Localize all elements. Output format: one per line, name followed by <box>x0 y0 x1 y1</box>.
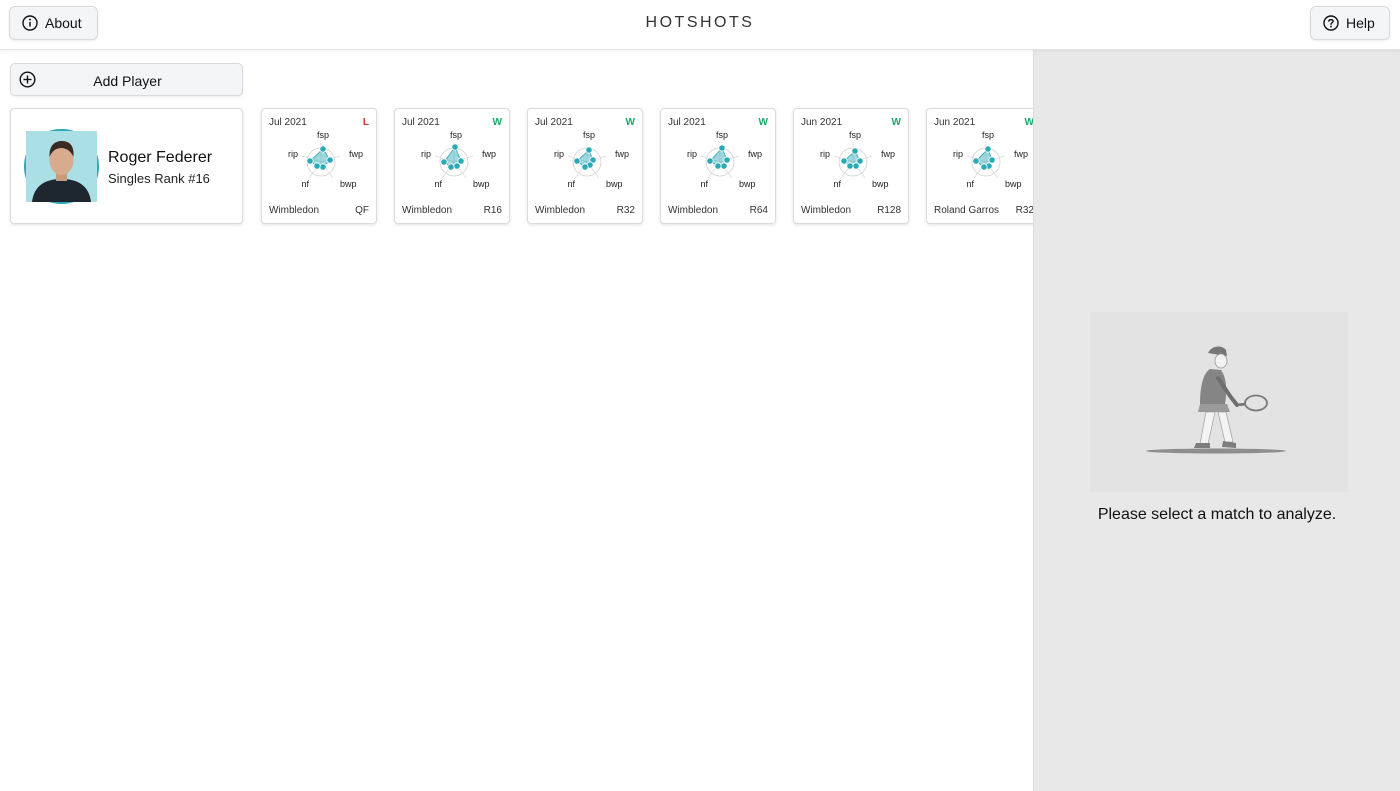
top-bar: About HOTSHOTS Help <box>0 0 1400 50</box>
radar-axis-label: rip <box>421 149 431 159</box>
match-date: Jun 2021 <box>801 117 843 128</box>
radar-axis-label: fwp <box>881 149 895 159</box>
match-tournament: Wimbledon <box>402 205 453 216</box>
radar-axis-label: fsp <box>317 130 329 140</box>
match-card[interactable]: Jul 2021 W fsp fwp bwp nf rip Wimbledon … <box>394 108 510 224</box>
radar-axis-label: bwp <box>872 179 889 189</box>
app-title: HOTSHOTS <box>645 14 755 31</box>
match-date: Jul 2021 <box>269 117 307 128</box>
radar-chart: fsp fwp bwp nf rip <box>421 130 496 189</box>
radar-axis-label: fsp <box>849 130 861 140</box>
match-round: R32 <box>616 205 635 216</box>
match-detail-panel: Please select a match to analyze. <box>1033 50 1400 791</box>
radar-axis-label: nf <box>833 179 841 189</box>
radar-axis-label: fwp <box>482 149 496 159</box>
radar-axis-label: rip <box>687 149 697 159</box>
player-panel: Add Player Roger Federer Singles Rank #1… <box>0 50 1042 791</box>
match-card[interactable]: Jun 2021 W fsp fwp bwp nf rip Roland Gar… <box>926 108 1042 224</box>
about-label: About <box>45 15 82 31</box>
match-tournament: Wimbledon <box>269 205 320 216</box>
match-round: R128 <box>877 205 901 216</box>
radar-axis-label: rip <box>288 149 298 159</box>
radar-axis-label: fwp <box>615 149 629 159</box>
match-round: R64 <box>749 205 768 216</box>
radar-axis-label: rip <box>554 149 564 159</box>
radar-axis-label: nf <box>434 179 442 189</box>
match-result: W <box>625 117 635 128</box>
radar-chart: fsp fwp bwp nf rip <box>687 130 762 189</box>
match-round: R32 <box>1015 205 1034 216</box>
match-result: W <box>1024 117 1034 128</box>
info-icon <box>22 15 38 31</box>
plus-circle-icon <box>19 71 36 88</box>
match-date: Jun 2021 <box>934 117 976 128</box>
radar-axis-label: fwp <box>1014 149 1028 159</box>
radar-chart: fsp fwp bwp nf rip <box>288 130 363 189</box>
radar-chart: fsp fwp bwp nf rip <box>554 130 629 189</box>
radar-axis-label: bwp <box>1005 179 1022 189</box>
add-player-button[interactable]: Add Player <box>10 63 243 96</box>
radar-axis-label: fsp <box>450 130 462 140</box>
radar-axis-label: fsp <box>716 130 728 140</box>
empty-state-message: Please select a match to analyze. <box>1097 506 1337 523</box>
radar-axis-label: nf <box>966 179 974 189</box>
radar-axis-label: nf <box>567 179 575 189</box>
match-card[interactable]: Jun 2021 W fsp fwp bwp nf rip Wimbledon … <box>793 108 909 224</box>
radar-axis-label: nf <box>700 179 708 189</box>
radar-axis-label: nf <box>301 179 309 189</box>
player-avatar <box>24 129 99 204</box>
match-card[interactable]: Jul 2021 W fsp fwp bwp nf rip Wimbledon … <box>527 108 643 224</box>
radar-axis-label: bwp <box>340 179 357 189</box>
radar-axis-label: fwp <box>349 149 363 159</box>
player-name: Roger Federer <box>108 149 213 166</box>
radar-axis-label: rip <box>953 149 963 159</box>
player-card[interactable]: Roger Federer Singles Rank #16 <box>10 108 243 224</box>
radar-axis-label: fwp <box>748 149 762 159</box>
radar-axis-label: rip <box>820 149 830 159</box>
radar-axis-label: bwp <box>739 179 756 189</box>
match-round: QF <box>355 205 369 216</box>
match-date: Jul 2021 <box>668 117 706 128</box>
match-round: R16 <box>483 205 502 216</box>
radar-axis-label: bwp <box>473 179 490 189</box>
match-result: L <box>362 117 369 128</box>
radar-chart: fsp fwp bwp nf rip <box>953 130 1028 189</box>
help-label: Help <box>1346 15 1375 31</box>
match-card[interactable]: Jul 2021 W fsp fwp bwp nf rip Wimbledon … <box>660 108 776 224</box>
match-tournament: Roland Garros <box>934 205 1000 216</box>
match-result: W <box>492 117 502 128</box>
radar-chart: fsp fwp bwp nf rip <box>820 130 895 189</box>
player-rank: Singles Rank #16 <box>108 171 210 186</box>
help-icon <box>1323 15 1339 31</box>
match-date: Jul 2021 <box>402 117 440 128</box>
tennis-player-illustration <box>1090 312 1348 492</box>
match-tournament: Wimbledon <box>668 205 719 216</box>
radar-axis-label: fsp <box>583 130 595 140</box>
match-result: W <box>758 117 768 128</box>
match-tournament: Wimbledon <box>801 205 852 216</box>
match-date: Jul 2021 <box>535 117 573 128</box>
about-button[interactable]: About <box>9 6 98 40</box>
match-card[interactable]: Jul 2021 L fsp fwp bwp nf rip Wimbledon … <box>261 108 377 224</box>
match-result: W <box>891 117 901 128</box>
radar-axis-label: fsp <box>982 130 994 140</box>
help-button[interactable]: Help <box>1310 6 1390 40</box>
match-tournament: Wimbledon <box>535 205 586 216</box>
add-player-label: Add Player <box>93 73 162 89</box>
radar-axis-label: bwp <box>606 179 623 189</box>
